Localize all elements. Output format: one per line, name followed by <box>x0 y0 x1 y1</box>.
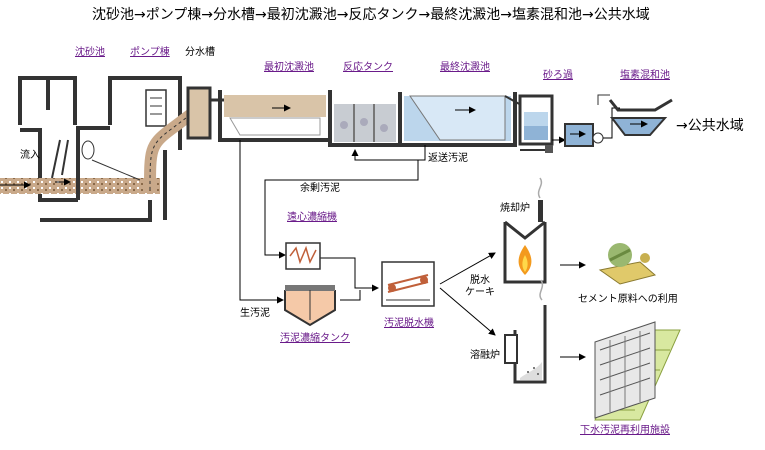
link-sludge-dewatering[interactable]: 汚泥脱水機 <box>384 318 434 329</box>
link-final-clarifier[interactable]: 最終沈澱池 <box>440 62 490 73</box>
link-primary-clarifier[interactable]: 最初沈澱池 <box>264 62 314 73</box>
label-cement-use: セメント原料への利用 <box>578 294 678 305</box>
link-chlorine-mixing[interactable]: 塩素混和池 <box>620 70 670 81</box>
link-grit-chamber[interactable]: 沈砂池 <box>75 47 105 58</box>
label-melting-furnace: 溶融炉 <box>470 350 500 361</box>
sludge-thickening-tank <box>284 285 336 327</box>
label-excess-sludge: 余剰汚泥 <box>300 183 340 194</box>
label-dewatered-cake: 脱水 ケーキ <box>465 275 495 298</box>
reaction-tank <box>328 100 402 147</box>
chlorine-mixing <box>597 94 673 139</box>
link-centrifugal-thickener[interactable]: 遠心濃縮機 <box>287 212 337 223</box>
sludge-dewatering <box>381 261 435 307</box>
label-inflow: 流入 <box>20 150 40 161</box>
label-distribution-tank: 分水槽 <box>185 47 215 58</box>
distribution-tank <box>186 86 212 140</box>
label-raw-sludge: 生汚泥 <box>240 308 270 319</box>
label-public-waters: →公共水域 <box>676 118 744 134</box>
incinerator <box>503 177 547 284</box>
cement-icon <box>598 243 657 285</box>
melting-furnace <box>504 279 547 384</box>
primary-clarifier <box>210 90 332 142</box>
pump-house <box>40 76 182 222</box>
link-sewage-sludge-reuse[interactable]: 下水汚泥再利用施設 <box>580 425 670 436</box>
building-icon <box>594 321 681 421</box>
sand-filter <box>518 94 604 153</box>
centrifugal-thickener <box>285 242 321 270</box>
link-reaction-tank[interactable]: 反応タンク <box>343 62 393 73</box>
flow-title: 沈砂池→ポンプ棟→分水槽→最初沈澱池→反応タンク→最終沈澱池→塩素混和池→公共水… <box>92 7 650 23</box>
link-sludge-thickening-tank[interactable]: 汚泥濃縮タンク <box>280 333 350 344</box>
grit-chamber <box>18 76 78 202</box>
final-clarifier <box>398 92 531 147</box>
label-incinerator: 焼却炉 <box>500 203 530 214</box>
label-return-sludge: 返送汚泥 <box>428 153 468 164</box>
link-sand-filter[interactable]: 砂ろ過 <box>543 70 573 81</box>
link-pump-house[interactable]: ポンプ棟 <box>130 47 170 58</box>
